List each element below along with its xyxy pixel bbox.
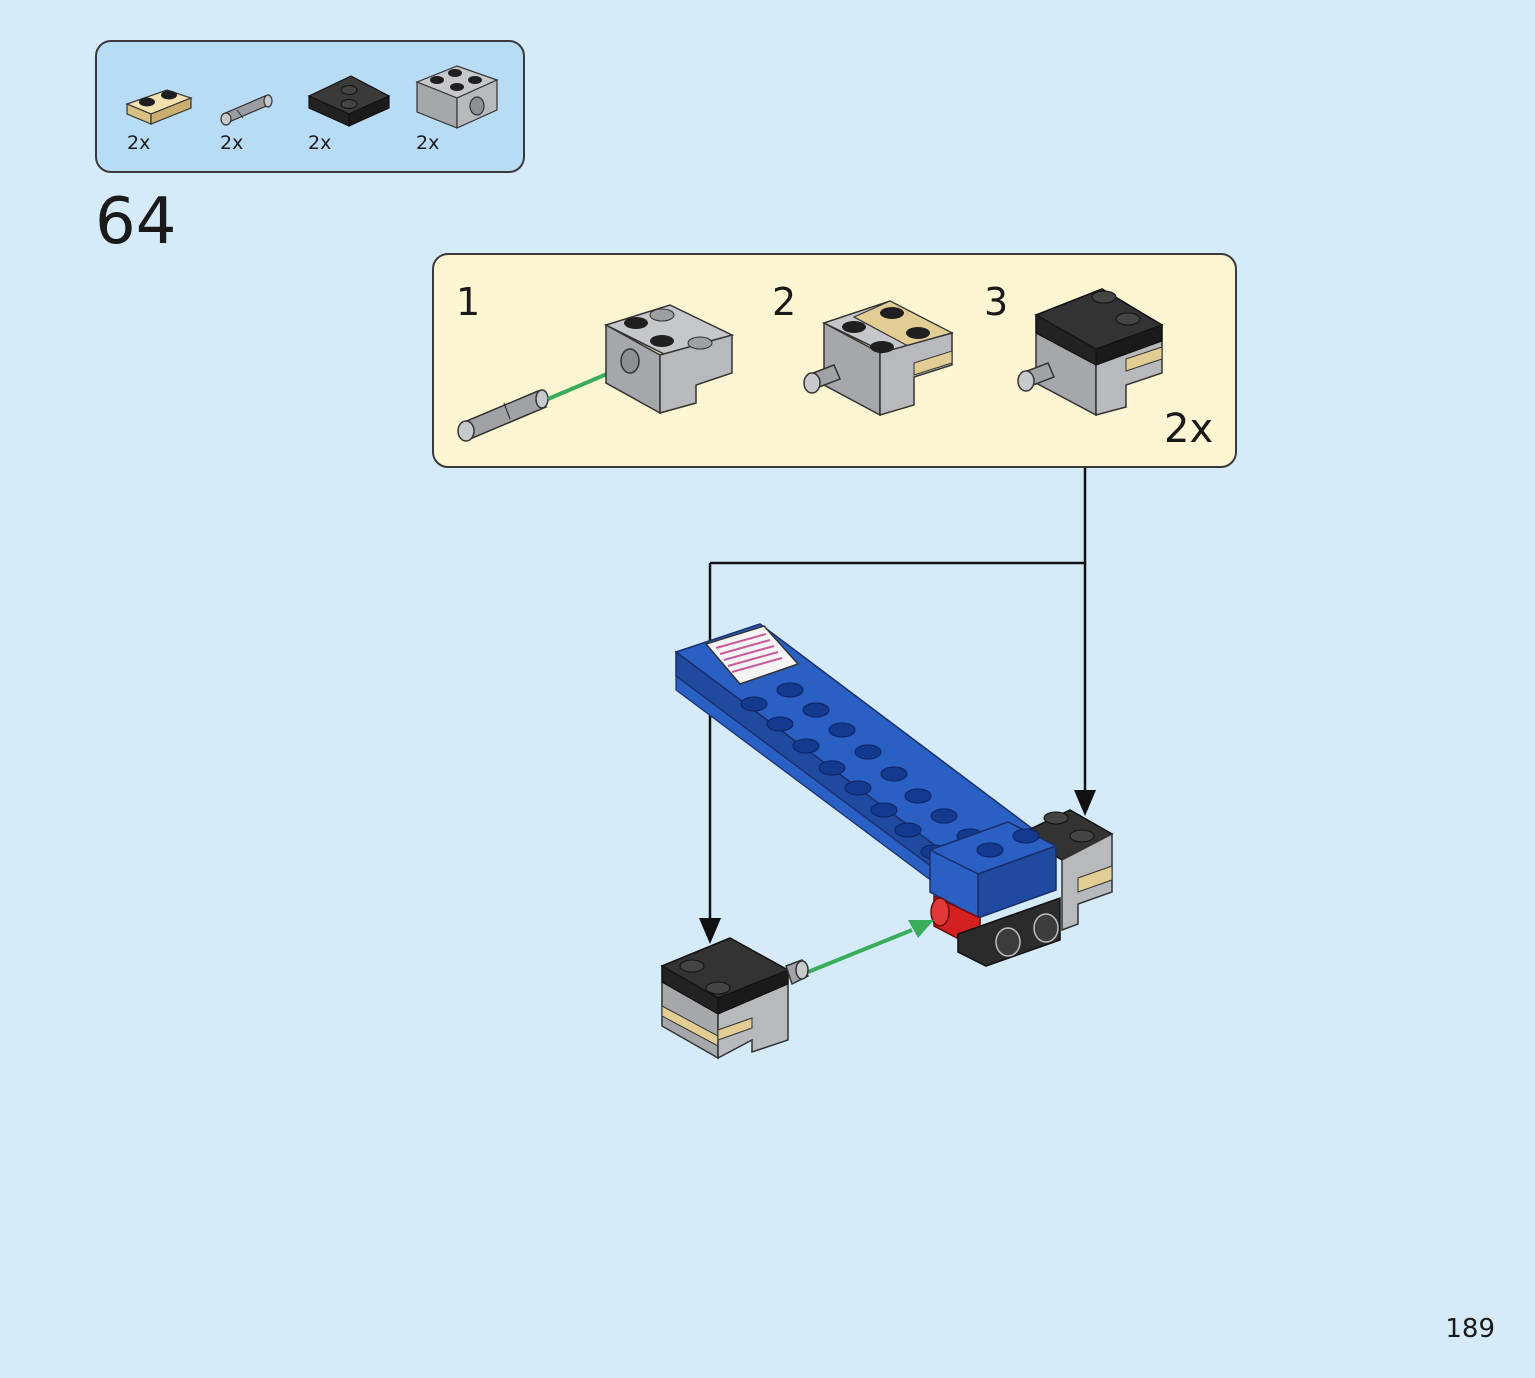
black-tile-icon	[307, 75, 391, 127]
sub-assembly-box: 1 2 3 2x	[432, 253, 1237, 468]
sub-step-3-assembly-icon	[1017, 288, 1164, 417]
page-number: 189	[1445, 1314, 1495, 1344]
part-quantity: 2x	[127, 132, 151, 154]
green-arrow-icon	[547, 369, 615, 401]
tan-plate-icon	[125, 89, 193, 125]
callout-lines	[699, 468, 1096, 944]
part-pin: 2x	[215, 42, 285, 175]
green-arrow-icon	[807, 928, 913, 974]
arrow-head-icon	[908, 920, 934, 938]
sub-step-1-brick-icon	[604, 304, 734, 415]
step-number: 64	[95, 185, 177, 259]
pin-icon	[220, 94, 273, 126]
part-quantity: 2x	[308, 132, 332, 154]
part-quantity: 2x	[220, 132, 244, 154]
parts-list-box: 2x 2x 2x 2x	[95, 40, 525, 173]
sub-assembly-illustration	[457, 288, 1164, 442]
gray-brick-icon	[415, 65, 499, 129]
sub-step-2-assembly-icon	[803, 300, 954, 417]
sub-step-3-label: 3	[984, 280, 1009, 324]
sub-step-1-label: 1	[456, 280, 481, 324]
part-black-tile: 2x	[305, 42, 395, 175]
part-gray-brick: 2x	[413, 42, 503, 175]
sub-assembly-multiplier: 2x	[1164, 406, 1214, 452]
part-quantity: 2x	[416, 132, 440, 154]
part-tan-plate: 2x	[123, 42, 203, 175]
blue-plate-assembly-icon	[674, 623, 1114, 967]
sub-step-2-label: 2	[772, 280, 797, 324]
sub-assembly-piece-icon	[660, 937, 809, 1060]
